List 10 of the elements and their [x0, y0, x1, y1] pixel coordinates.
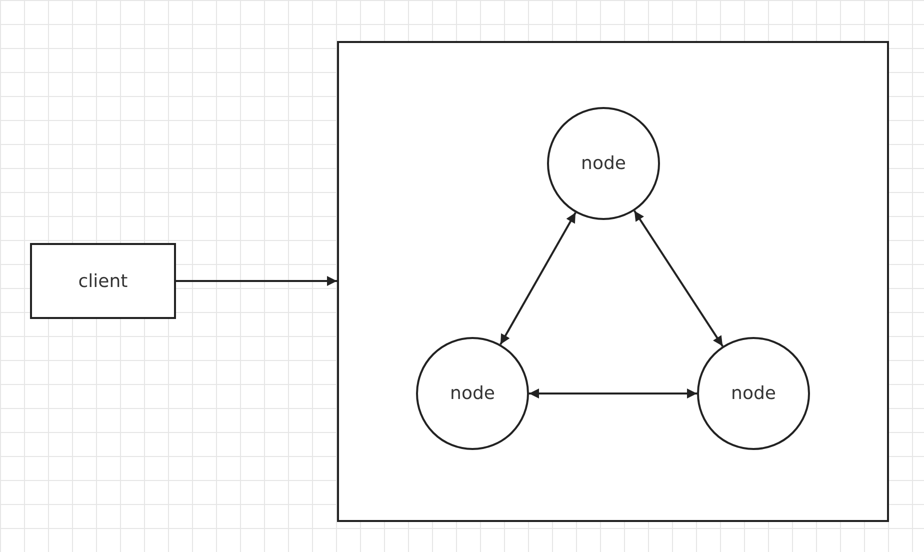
arrow — [634, 210, 724, 347]
arrow — [529, 388, 697, 398]
arrow — [176, 276, 337, 286]
client-box — [30, 243, 176, 319]
node-label: client — [78, 270, 128, 292]
container-box — [337, 41, 889, 522]
arrow — [500, 212, 576, 345]
node-label: node — [731, 383, 776, 404]
node-label: node — [450, 383, 495, 404]
node-label: node — [581, 153, 626, 174]
